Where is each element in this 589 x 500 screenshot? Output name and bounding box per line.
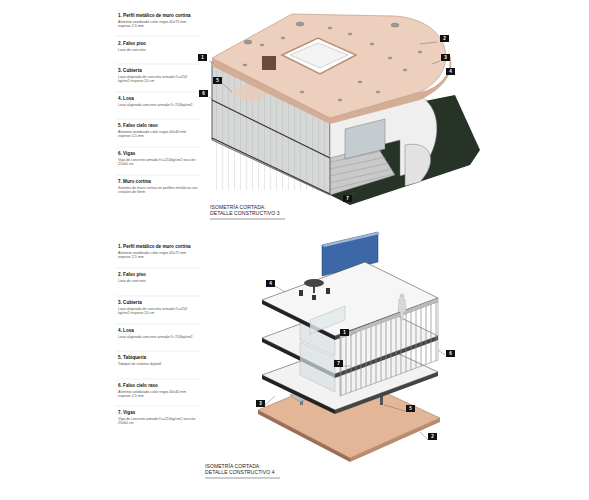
drawing-title: ISOMETRÍA CORTADA: DETALLE CONSTRUCTIVO … bbox=[210, 205, 288, 217]
legend-description: Aluminio anodizado color negro 45x75 mm … bbox=[118, 20, 198, 28]
legend-description: Aluminio anodizado color negro 45x75 mm … bbox=[118, 251, 198, 259]
legend-description: Losa aligerada de concreto armado f'c=21… bbox=[118, 307, 198, 315]
legend-heading: 7. Muro cortina bbox=[118, 179, 200, 184]
legend-heading: 4. Losa bbox=[118, 96, 200, 101]
legend-heading: 5. Falso cielo raso bbox=[118, 123, 200, 128]
callout-number: 6 bbox=[199, 90, 208, 97]
isometric-building-3 bbox=[209, 14, 480, 205]
legend-description: Viga de concreto armado f'c=210kg/cm2 se… bbox=[118, 158, 198, 166]
callout-number: 7 bbox=[343, 195, 352, 202]
list-rules bbox=[116, 36, 200, 406]
legend-heading: 4. Losa bbox=[118, 328, 200, 333]
legend-description: Losa de concreto bbox=[118, 48, 198, 52]
legend-description: Losa aligerada concreto armado f'c 210kg… bbox=[118, 103, 198, 107]
callout-number: 6 bbox=[446, 350, 455, 357]
legend-heading: 1. Perfil metálico de muro cortina bbox=[118, 13, 200, 18]
callout-number: 4 bbox=[266, 280, 275, 287]
callout-number: 3 bbox=[256, 400, 265, 407]
callout-number: 2 bbox=[428, 433, 437, 440]
legend-description: Aluminio anodizado color negro 40x40 mm … bbox=[118, 130, 198, 138]
legend-heading: 7. Vigas bbox=[118, 410, 200, 415]
legend-heading: 2. Falso piso bbox=[118, 41, 200, 46]
legend-description: Aluminio anodizado color negro 40x40 mm … bbox=[118, 390, 198, 398]
legend-heading: 1. Perfil metálico de muro cortina bbox=[118, 244, 200, 249]
legend-heading: 6. Falso cielo raso bbox=[118, 383, 200, 388]
callout-number: 5 bbox=[406, 405, 415, 412]
legend-heading: 3. Cubierta bbox=[118, 300, 200, 305]
drawing-title: ISOMETRÍA CORTADA: DETALLE CONSTRUCTIVO … bbox=[205, 464, 283, 476]
legend-heading: 6. Vigas bbox=[118, 151, 200, 156]
legend-heading: 2. Falso piso bbox=[118, 272, 200, 277]
legend-description: Losa aligerada concreto armado f'c 210kg… bbox=[118, 335, 198, 339]
isometric-building-4 bbox=[258, 232, 445, 462]
legend-description: Viga de concreto armado f'c=210kg/cm2 se… bbox=[118, 417, 198, 425]
legend-description: Tabique de sistema drywall bbox=[118, 362, 198, 366]
legend-heading: 3. Cubierta bbox=[118, 68, 200, 73]
legend-description: Losa de concreto bbox=[118, 279, 198, 283]
legend-description: Losa aligerada de concreto armado f'c=21… bbox=[118, 75, 198, 83]
callout-number: 3 bbox=[441, 54, 450, 61]
legend-description: Sistema de muro cortina en perfiles metá… bbox=[118, 186, 198, 194]
callout-number: 1 bbox=[198, 54, 207, 61]
callout-number: 7 bbox=[334, 360, 343, 367]
callout-number: 1 bbox=[340, 329, 349, 336]
legend-heading: 5. Tabiquería bbox=[118, 355, 200, 360]
callout-number: 2 bbox=[440, 35, 449, 42]
callout-number: 5 bbox=[213, 77, 222, 84]
callout-number: 4 bbox=[446, 68, 455, 75]
